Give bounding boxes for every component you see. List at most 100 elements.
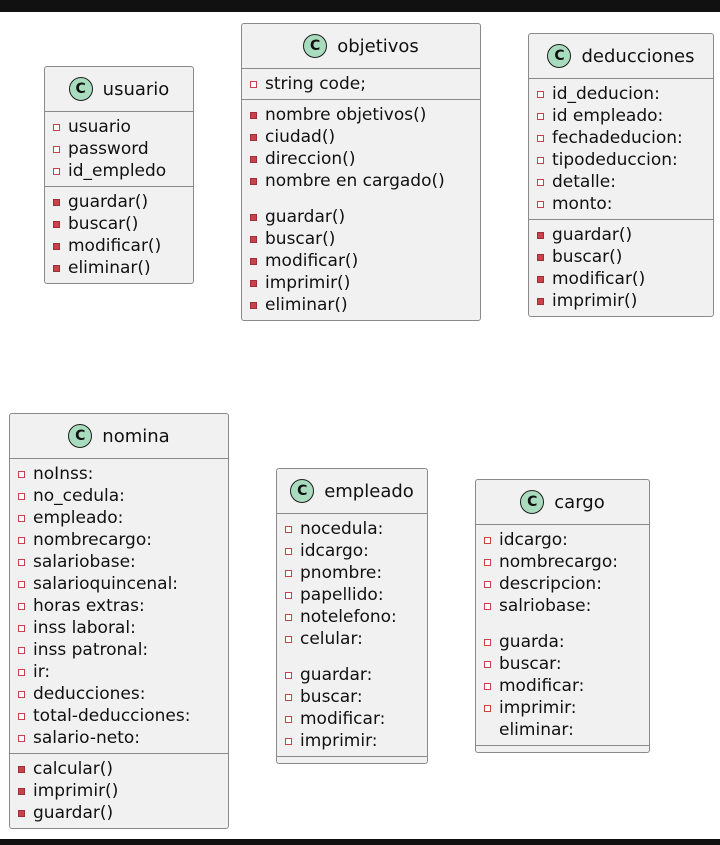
field-row: detalle: — [537, 171, 713, 193]
method-row: eliminar() — [250, 294, 480, 316]
private-field-icon — [53, 123, 60, 131]
private-field-icon — [484, 682, 491, 690]
private-field-icon — [18, 514, 25, 522]
spacer — [250, 192, 480, 206]
field-label: nocedula: — [300, 519, 384, 539]
private-field-icon — [484, 580, 491, 588]
field-row: monto: — [537, 193, 713, 215]
method-row: buscar() — [53, 213, 193, 235]
spacer — [285, 650, 427, 664]
field-label: pnombre: — [300, 563, 383, 583]
method-label: ciudad() — [265, 127, 336, 147]
field-label: modificar: — [499, 676, 585, 696]
fields-section: idcargo:nombrecargo:descripcion:salrioba… — [476, 525, 649, 746]
method-label: nombre objetivos() — [265, 105, 427, 125]
field-label: modificar: — [300, 709, 386, 729]
field-label: empleado: — [33, 508, 124, 528]
field-label: horas extras: — [33, 596, 145, 616]
field-label: buscar: — [499, 654, 562, 674]
field-row: tipodeduccion: — [537, 149, 713, 171]
top-frame-bar — [0, 0, 720, 12]
private-field-icon — [484, 660, 491, 668]
field-label: salriobase: — [499, 596, 592, 616]
field-label: nombrecargo: — [33, 530, 152, 550]
field-row: celular: — [285, 628, 427, 650]
private-method-icon — [537, 297, 544, 305]
private-field-icon — [537, 112, 544, 120]
class-stereotype-icon: C — [68, 77, 93, 101]
field-row: papellido: — [285, 584, 427, 606]
spacer — [484, 617, 649, 631]
field-row: ir: — [18, 661, 228, 683]
field-label: deducciones: — [33, 684, 146, 704]
field-row: empleado: — [18, 507, 228, 529]
field-label: papellido: — [300, 585, 384, 605]
field-label: guarda: — [499, 632, 565, 652]
method-label: imprimir() — [552, 291, 638, 311]
private-field-icon — [18, 668, 25, 676]
private-method-icon — [53, 198, 60, 206]
field-row: modificar: — [285, 708, 427, 730]
private-field-icon — [537, 200, 544, 208]
field-row: nombrecargo: — [18, 529, 228, 551]
field-row: imprimir: — [484, 697, 649, 719]
private-field-icon — [18, 536, 25, 544]
method-row: imprimir() — [250, 272, 480, 294]
class-name: cargo — [554, 491, 605, 513]
methods-section — [476, 746, 649, 752]
private-method-icon — [250, 257, 257, 265]
field-label: string code; — [265, 74, 366, 94]
field-row: salarioquincenal: — [18, 573, 228, 595]
field-label: idcargo: — [300, 541, 369, 561]
class-stereotype-icon: C — [547, 44, 572, 68]
private-method-icon — [537, 253, 544, 261]
field-label: idcargo: — [499, 530, 568, 550]
private-field-icon — [285, 737, 292, 745]
field-row: descripcion: — [484, 573, 649, 595]
private-field-icon — [18, 558, 25, 566]
method-label: imprimir() — [33, 781, 119, 801]
method-label: eliminar() — [265, 295, 348, 315]
private-method-icon — [250, 155, 257, 163]
field-label: eliminar: — [499, 720, 574, 740]
field-row: horas extras: — [18, 595, 228, 617]
method-label: buscar() — [68, 214, 139, 234]
field-label: notelefono: — [300, 607, 397, 627]
class-stereotype-icon: C — [68, 424, 93, 448]
private-method-icon — [250, 111, 257, 119]
private-field-icon — [285, 525, 292, 533]
field-label: salario-neto: — [33, 728, 141, 748]
class-name: nomina — [102, 425, 170, 447]
field-label: inss patronal: — [33, 640, 149, 660]
field-label: imprimir: — [499, 698, 577, 718]
private-field-icon — [285, 613, 292, 621]
method-label: modificar() — [68, 236, 162, 256]
field-row: noInss: — [18, 463, 228, 485]
field-row: modificar: — [484, 675, 649, 697]
method-label: eliminar() — [68, 258, 151, 278]
field-label: total-deducciones: — [33, 706, 191, 726]
private-field-icon — [18, 492, 25, 500]
method-label: modificar() — [265, 251, 359, 271]
field-row: deducciones: — [18, 683, 228, 705]
field-row: inss patronal: — [18, 639, 228, 661]
field-label: tipodeduccion: — [552, 150, 678, 170]
method-label: nombre en cargado() — [265, 171, 445, 191]
field-label: id empleado: — [552, 106, 664, 126]
private-field-icon — [18, 734, 25, 742]
methods-section: guardar()buscar()modificar()eliminar() — [45, 187, 193, 283]
private-field-icon — [537, 156, 544, 164]
field-label: detalle: — [552, 172, 616, 192]
private-field-icon — [484, 602, 491, 610]
private-field-icon — [484, 536, 491, 544]
field-label: usuario — [68, 117, 131, 137]
